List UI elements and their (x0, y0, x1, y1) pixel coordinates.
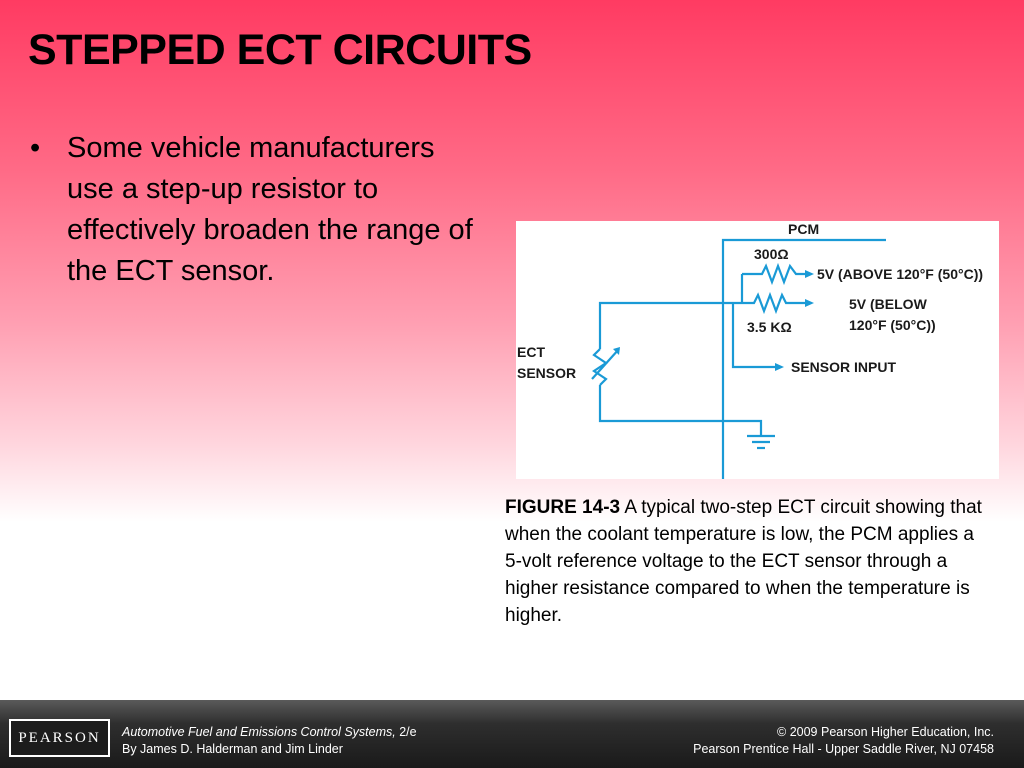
footer-copyright-line: © 2009 Pearson Higher Education, Inc. (777, 725, 994, 739)
label-3-5-kohm: 3.5 KΩ (747, 319, 792, 335)
figure-caption-text: A typical two-step ECT circuit showing t… (505, 497, 982, 626)
bullet-marker: • (30, 132, 41, 164)
resistor-300-ohm (742, 262, 806, 286)
circuit-diagram: PCM 300Ω 5V (ABOVE 120°F (50°C)) 5V (BEL… (516, 221, 999, 479)
footer-book-title: Automotive Fuel and Emissions Control Sy… (122, 725, 396, 739)
footer-bar (0, 700, 1024, 768)
label-pcm: PCM (788, 221, 819, 237)
figure-caption-label: FIGURE 14-3 (505, 497, 621, 518)
footer-edition: 2/e (395, 725, 417, 739)
arrowhead-lower (805, 299, 814, 307)
circuit-wires (591, 238, 886, 479)
ground-wire (598, 385, 763, 436)
label-300-ohm: 300Ω (754, 246, 789, 262)
sensor-input-wire (731, 303, 776, 369)
bullet-item: • Some vehicle manufacturers use a step-… (26, 128, 476, 292)
arrowhead-upper (805, 270, 814, 278)
arrowhead-sensor-input (775, 363, 784, 371)
pearson-logo: PEARSON (9, 719, 110, 757)
slide-title: STEPPED ECT CIRCUITS (28, 26, 532, 74)
bullet-list: • Some vehicle manufacturers use a step-… (26, 128, 476, 292)
bullet-text: Some vehicle manufacturers use a step-up… (67, 132, 473, 287)
ect-thermistor (592, 348, 608, 386)
circuit-diagram-svg: PCM 300Ω 5V (ABOVE 120°F (50°C)) 5V (BEL… (517, 221, 983, 479)
label-5v-below-line1: 5V (BELOW (849, 296, 928, 312)
footer-publisher-line: Pearson Prentice Hall - Upper Saddle Riv… (693, 742, 994, 756)
pcm-boundary-wire (721, 238, 886, 479)
thermistor-arrow-line (591, 348, 620, 380)
label-5v-above: 5V (ABOVE 120°F (50°C)) (817, 266, 983, 282)
resistor-3-5-kohm (742, 291, 806, 315)
footer-authors: By James D. Halderman and Jim Linder (122, 742, 343, 756)
figure-caption: FIGURE 14-3 A typical two-step ECT circu… (505, 494, 995, 629)
label-ect-line2: SENSOR (517, 365, 576, 381)
label-sensor-input: SENSOR INPUT (791, 359, 896, 375)
footer-book-info: Automotive Fuel and Emissions Control Sy… (122, 724, 417, 758)
circuit-arrowheads (613, 270, 814, 371)
footer-copyright: © 2009 Pearson Higher Education, Inc. Pe… (693, 724, 994, 758)
thermistor-arrowhead (613, 347, 620, 355)
sensor-feed-wire (598, 301, 742, 349)
label-ect-line1: ECT (517, 344, 545, 360)
label-5v-below-line2: 120°F (50°C)) (849, 317, 936, 333)
